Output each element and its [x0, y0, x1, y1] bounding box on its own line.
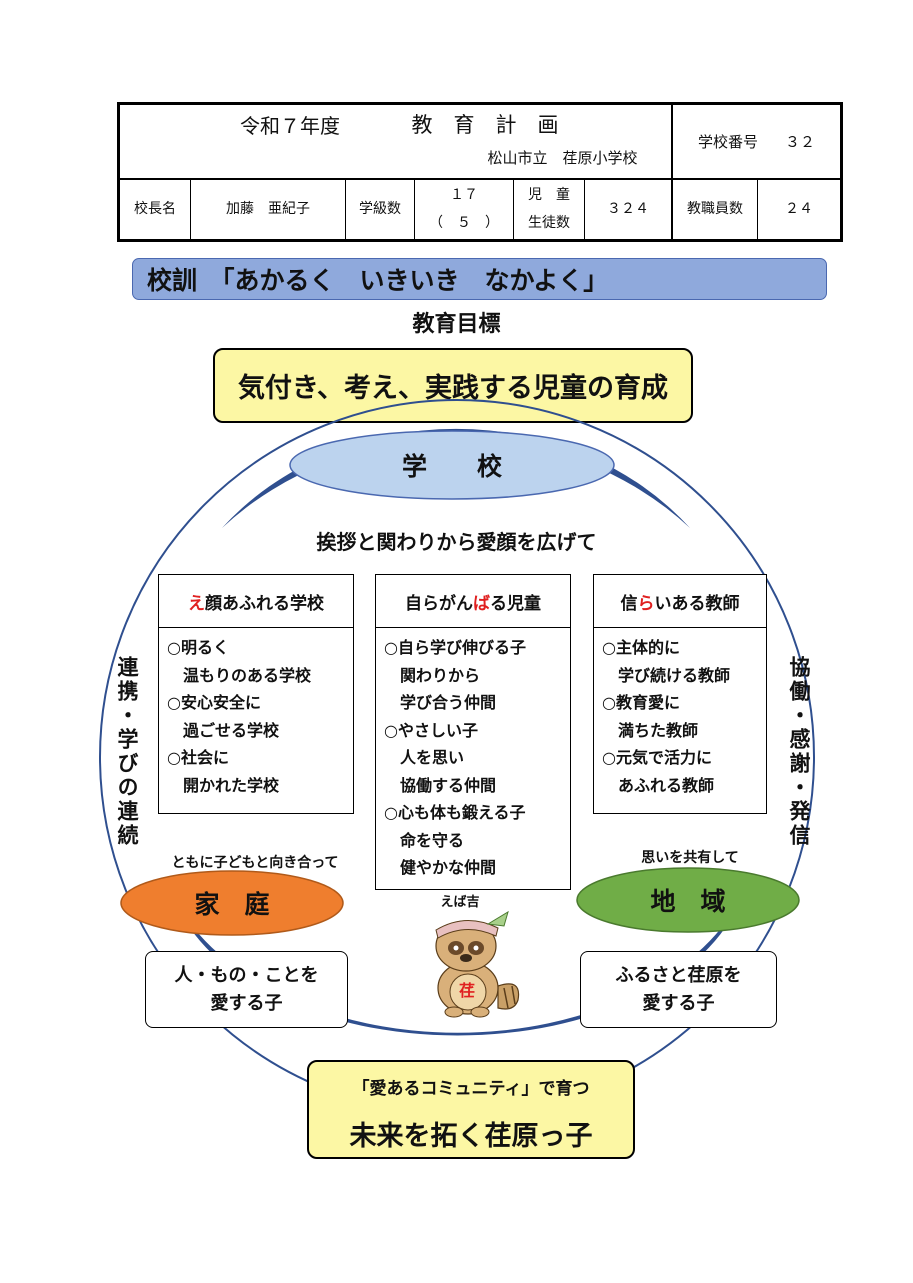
principal-name: 加藤 亜紀子	[226, 200, 310, 217]
family-goal-line: 愛する子	[210, 992, 283, 1014]
school-label: 学 校	[401, 452, 502, 481]
staff-count: ２４	[785, 200, 813, 217]
pillar-students: 自らがんばる児童 ○自ら学び伸びる子 関わりから 学び合う仲間 ○やさしい子 人…	[375, 574, 571, 890]
list-item: ○自ら学び伸びる子	[384, 638, 526, 657]
class-count-special: （ ５ ）	[429, 214, 499, 231]
school-oval	[289, 430, 615, 500]
list-item: ○教育愛に	[602, 693, 680, 712]
list-item: ○心も体も鍛える子	[384, 803, 526, 822]
list-item: あふれる教師	[602, 775, 715, 795]
list-item: 健やかな仲間	[384, 858, 497, 877]
list-item: 過ごせる学校	[167, 720, 280, 740]
list-item: 協働する仲間	[384, 775, 497, 795]
plan-title: 教 育 計 画	[411, 113, 559, 138]
class-count-label: 学級数	[359, 200, 401, 217]
community-label: 地 域	[650, 887, 726, 916]
pillar-students-title: 自らがんばる児童	[376, 575, 570, 628]
list-item: 命を守る	[384, 830, 465, 850]
list-item: 温もりのある学校	[167, 665, 312, 685]
family-caption: ともに子どもと向き合って	[171, 855, 339, 871]
list-item: ○やさしい子	[384, 720, 478, 740]
students-label-bottom: 生徒数	[528, 214, 570, 231]
list-item: ○安心安全に	[167, 693, 261, 712]
community-goal-box: ふるさと荏原を 愛する子	[580, 951, 777, 1028]
list-item: ○明るく	[167, 638, 229, 657]
list-item: 学び続ける教師	[602, 665, 731, 685]
list-item: 学び合う仲間	[384, 693, 497, 712]
principal-label: 校長名	[134, 200, 176, 217]
list-item: 開かれた学校	[167, 775, 280, 795]
school-name: 松山市立 荏原小学校	[487, 149, 638, 167]
list-item: ○社会に	[167, 748, 229, 767]
plan-year: 令和７年度	[240, 114, 340, 138]
list-item: ○元気で活力に	[602, 748, 712, 767]
vision-box: 「愛あるコミュニティ」で育つ 未来を拓く荏原っ子	[307, 1060, 635, 1159]
left-vertical-text: 連携・学びの連続	[115, 656, 139, 848]
list-item: 人を思い	[384, 748, 465, 767]
mascot-illustration	[435, 910, 520, 1018]
list-item: ○主体的に	[602, 638, 680, 657]
list-item: 関わりから	[384, 665, 481, 685]
list-item: 満ちた教師	[602, 720, 699, 740]
students-count: ３２４	[607, 200, 649, 217]
mascot-name: えば吉	[440, 895, 480, 910]
family-goal-line: 人・もの・ことを	[174, 964, 319, 986]
community-goal-line: 愛する子	[642, 992, 715, 1014]
header-table: 令和７年度 教 育 計 画 松山市立 荏原小学校 学校番号 ３２ 校長名 加藤 …	[117, 102, 843, 242]
family-goal-box: 人・もの・ことを 愛する子	[145, 951, 348, 1028]
family-oval	[120, 870, 344, 936]
pillar-school-title: え顔あふれる学校	[159, 575, 353, 628]
pillar-school: え顔あふれる学校 ○明るく 温もりのある学校 ○安心安全に 過ごせる学校 ○社会…	[158, 574, 354, 814]
school-number: ３２	[784, 133, 815, 151]
vision-main: 未来を拓く荏原っ子	[349, 1121, 593, 1152]
mascot-badge: 荏	[458, 981, 475, 1000]
goal-heading: 教育目標	[412, 312, 501, 337]
vision-subtitle: 「愛あるコミュニティ」で育つ	[352, 1079, 590, 1099]
pillar-teachers: 信らいある教師 ○主体的に 学び続ける教師 ○教育愛に 満ちた教師 ○元気で活力…	[593, 574, 767, 814]
students-label-top: 児 童	[528, 186, 570, 203]
school-motto: 校訓 「あかるく いきいき なかよく」	[132, 258, 827, 300]
right-vertical-text: 協働・感謝・発信	[787, 656, 811, 848]
family-label: 家 庭	[194, 890, 270, 919]
school-number-label: 学校番号	[697, 133, 758, 151]
school-slogan: 挨拶と関わりから愛顔を広げて	[316, 530, 597, 554]
pillar-teachers-title: 信らいある教師	[594, 575, 766, 628]
class-count: １７	[450, 186, 478, 203]
community-caption: 思いを共有して	[641, 850, 739, 866]
staff-label: 教職員数	[687, 200, 743, 217]
education-goal: 気付き、考え、実践する児童の育成	[213, 348, 693, 423]
community-goal-line: ふるさと荏原を	[615, 964, 742, 986]
community-oval	[576, 867, 800, 933]
